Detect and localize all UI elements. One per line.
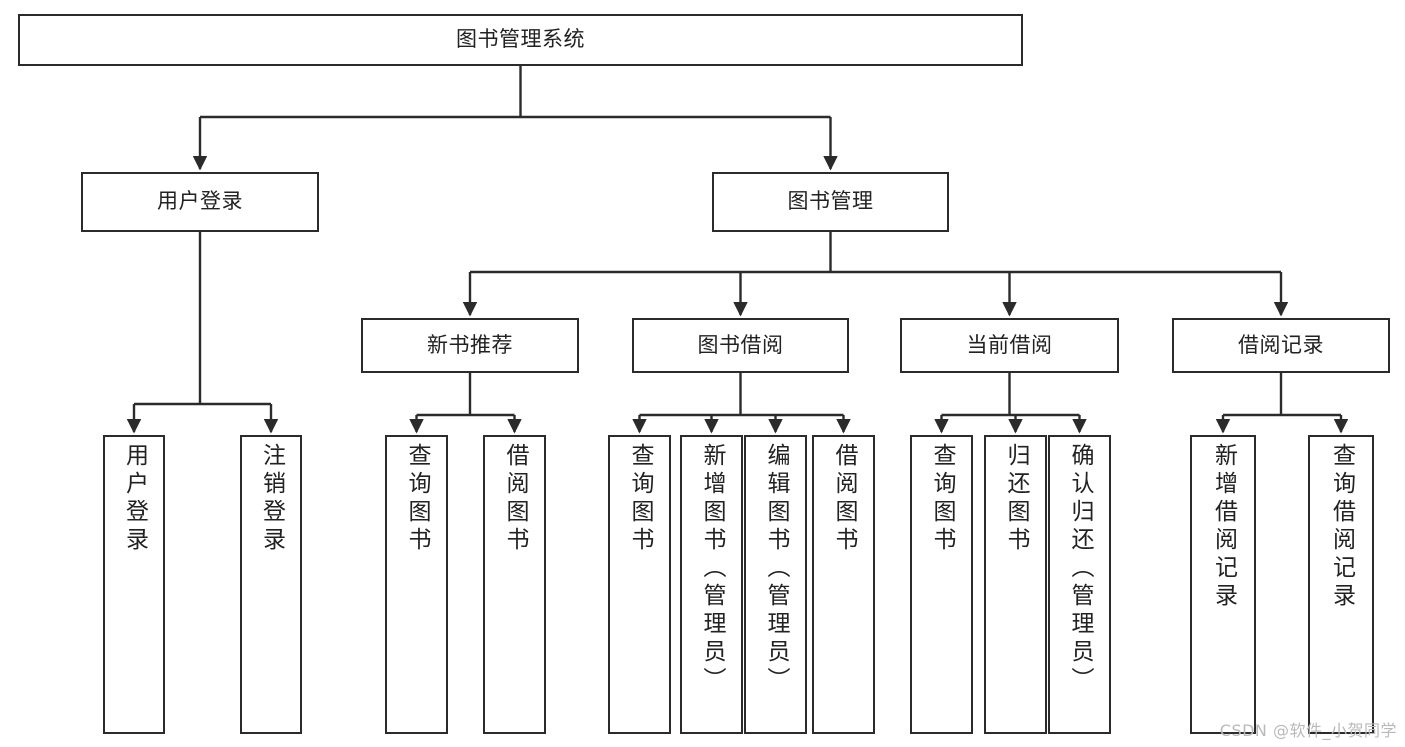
node-leaf-13-label: 查询借阅记录 [1328,443,1355,611]
node-leaf-9[interactable]: 查询图书 [910,435,973,734]
node-leaf-11[interactable]: 确认归还（管理员） [1048,435,1111,734]
node-level3-2-label: 图书借阅 [697,332,784,357]
node-level2-1[interactable]: 用户登录 [81,172,319,232]
node-level2-1-label: 用户登录 [157,189,243,214]
node-level2-2-label: 图书管理 [787,189,874,214]
node-leaf-12-label: 新增借阅记录 [1210,443,1237,611]
node-leaf-4[interactable]: 借阅图书 [483,435,546,734]
node-leaf-7-label: 编辑图书（管理员） [763,443,789,695]
node-level3-3-label: 当前借阅 [966,332,1053,357]
node-leaf-13[interactable]: 查询借阅记录 [1308,435,1374,734]
node-leaf-8-label: 借阅图书 [831,443,857,555]
node-leaf-11-label: 确认归还（管理员） [1067,443,1093,695]
node-level3-2[interactable]: 图书借阅 [632,318,849,373]
node-leaf-7[interactable]: 编辑图书（管理员） [744,435,807,734]
node-leaf-6[interactable]: 新增图书（管理员） [680,435,743,734]
node-leaf-10-label: 归还图书 [1003,443,1029,555]
node-level3-3[interactable]: 当前借阅 [900,318,1119,373]
node-root-book-management-system[interactable]: 图书管理系统 [18,14,1023,66]
node-level3-1-label: 新书推荐 [427,332,513,357]
node-level3-4[interactable]: 借阅记录 [1172,318,1390,373]
node-leaf-1-label: 用户登录 [121,443,148,555]
node-leaf-2-label: 注销登录 [258,443,285,555]
node-leaf-12[interactable]: 新增借阅记录 [1190,435,1256,734]
node-leaf-3[interactable]: 查询图书 [385,435,448,734]
node-leaf-3-label: 查询图书 [404,443,430,555]
node-leaf-5-label: 查询图书 [627,443,653,555]
node-level3-4-label: 借阅记录 [1238,332,1324,357]
node-leaf-10[interactable]: 归还图书 [984,435,1047,734]
node-leaf-5[interactable]: 查询图书 [608,435,671,734]
node-leaf-4-label: 借阅图书 [502,443,528,555]
node-leaf-6-label: 新增图书（管理员） [699,443,725,695]
node-leaf-9-label: 查询图书 [929,443,955,555]
node-level2-2[interactable]: 图书管理 [712,172,949,232]
csdn-watermark: CSDN @软件_小贺同学 [1219,721,1397,740]
node-leaf-8[interactable]: 借阅图书 [812,435,875,734]
node-root-book-management-system-label: 图书管理系统 [456,27,585,52]
node-leaf-1[interactable]: 用户登录 [103,435,165,734]
node-leaf-2[interactable]: 注销登录 [240,435,302,734]
node-level3-1[interactable]: 新书推荐 [361,318,579,373]
